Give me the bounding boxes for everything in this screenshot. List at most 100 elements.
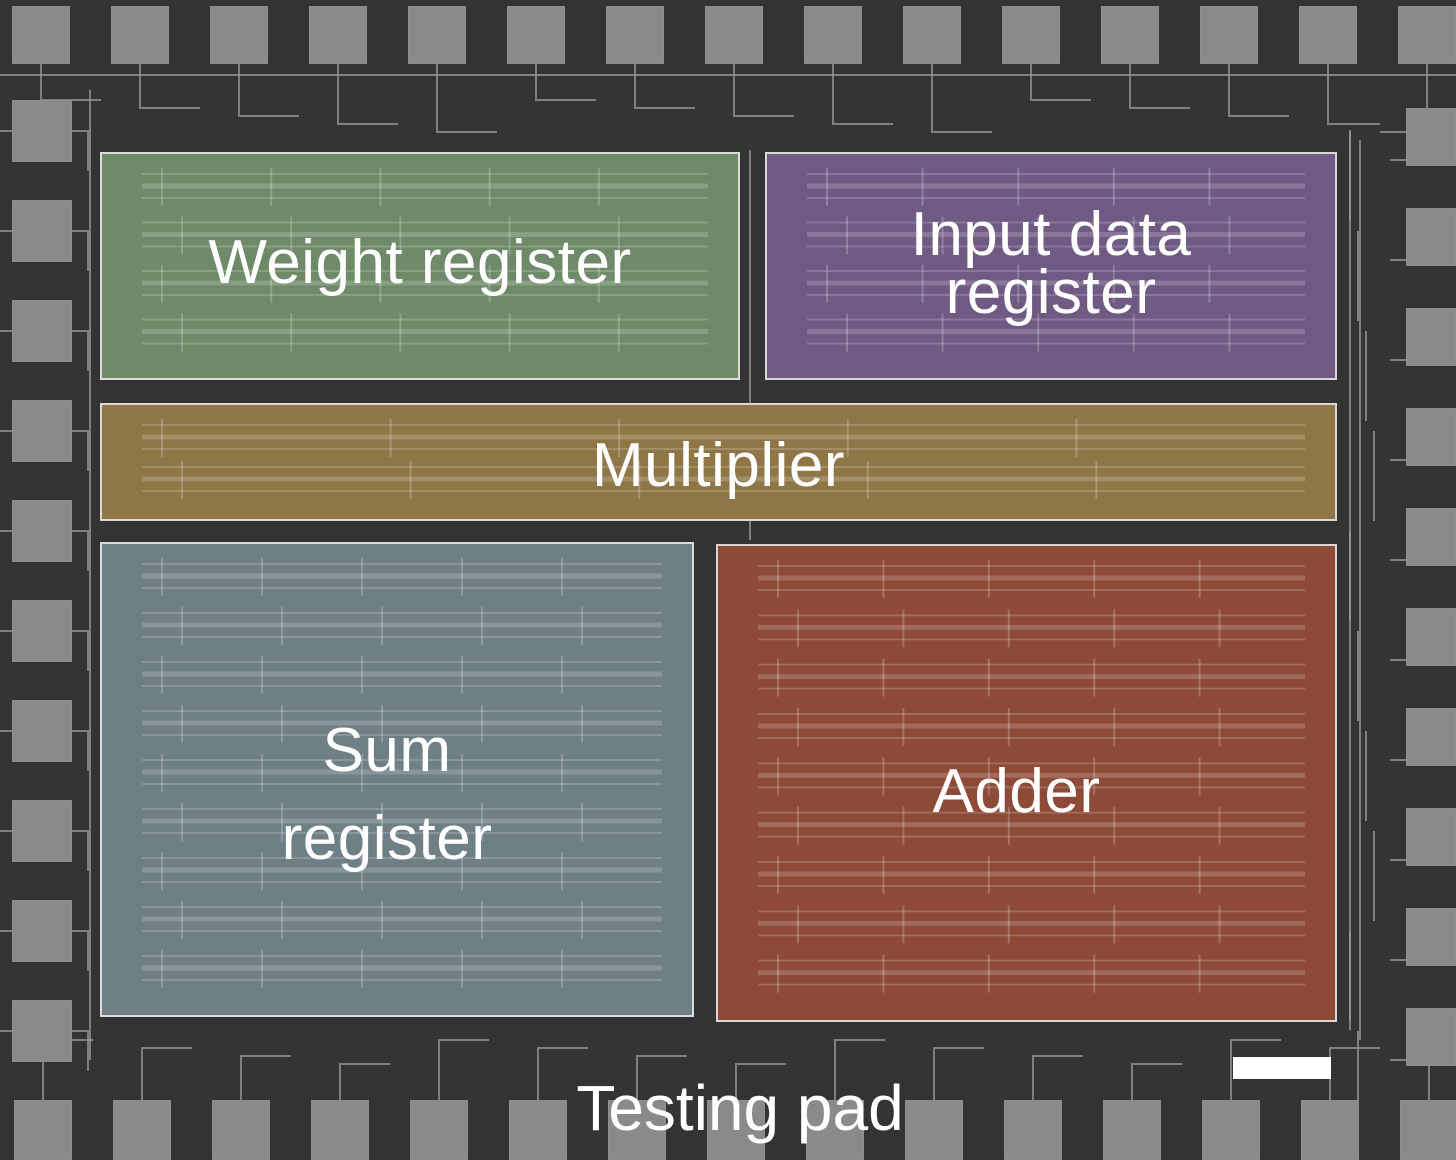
- scale-bar: [1233, 1057, 1331, 1079]
- bond-pad: [707, 1100, 765, 1160]
- wire: [436, 64, 497, 133]
- wire: [141, 1047, 192, 1100]
- wire: [72, 130, 89, 171]
- circuit-pattern: [807, 168, 1305, 352]
- bond-pad: [1406, 108, 1456, 166]
- wire: [931, 64, 992, 133]
- circuit-pattern: [142, 558, 662, 988]
- bond-pad: [1200, 6, 1258, 64]
- bond-pad: [1406, 608, 1456, 666]
- adder-block: Adder: [716, 544, 1337, 1022]
- wire: [1230, 1039, 1281, 1100]
- bond-pad: [507, 6, 565, 64]
- wire: [72, 830, 89, 871]
- adder-label: Adder: [932, 757, 1101, 826]
- sum-register-block: Sum register: [100, 542, 694, 1017]
- bond-pad: [12, 700, 72, 762]
- bond-pad: [12, 800, 72, 862]
- bond-pad: [1103, 1100, 1161, 1160]
- wire: [735, 1063, 786, 1100]
- circuit-pattern: [142, 168, 708, 352]
- bond-pad: [1406, 908, 1456, 966]
- wire: [1030, 64, 1091, 101]
- wire: [535, 64, 596, 101]
- wire: [733, 64, 794, 117]
- wire: [636, 1055, 687, 1100]
- wire: [834, 1039, 885, 1100]
- bond-pad: [606, 6, 664, 64]
- wire: [72, 230, 89, 271]
- bond-pad: [408, 6, 466, 64]
- bond-pad: [210, 6, 268, 64]
- bond-pad: [1406, 808, 1456, 866]
- bond-pad: [806, 1100, 864, 1160]
- wire: [72, 1030, 89, 1071]
- bond-pad: [1002, 6, 1060, 64]
- circuit-pattern: [142, 419, 1305, 499]
- bond-pad: [311, 1100, 369, 1160]
- wire: [832, 64, 893, 125]
- bond-pad: [608, 1100, 666, 1160]
- bond-pad: [12, 400, 72, 462]
- wire: [72, 930, 89, 971]
- wire: [72, 730, 89, 771]
- bond-pad: [1406, 508, 1456, 566]
- weight-register-block: Weight register: [100, 152, 740, 380]
- bond-pad: [804, 6, 862, 64]
- bond-pad: [905, 1100, 963, 1160]
- bond-pad: [14, 1100, 72, 1160]
- bond-pad: [1101, 6, 1159, 64]
- wire: [1032, 1055, 1083, 1100]
- weight-register-label: Weight register: [208, 228, 632, 297]
- wire: [634, 64, 695, 109]
- wire: [72, 430, 89, 471]
- bond-pad: [12, 300, 72, 362]
- bond-pad: [12, 200, 72, 262]
- bond-pad: [12, 6, 70, 64]
- circuit-pattern: [758, 560, 1305, 993]
- bond-pad: [111, 6, 169, 64]
- wire: [339, 1063, 390, 1100]
- wire: [1131, 1063, 1182, 1100]
- bond-pad: [1004, 1100, 1062, 1160]
- wire: [1129, 64, 1190, 109]
- bond-pad: [1301, 1100, 1359, 1160]
- bond-pad: [1406, 208, 1456, 266]
- wire: [72, 530, 89, 571]
- wire: [240, 1055, 291, 1100]
- bond-pad: [12, 500, 72, 562]
- wire: [40, 64, 101, 101]
- bond-pad: [1299, 6, 1357, 64]
- bond-pad: [1400, 1100, 1456, 1160]
- bond-pad: [1406, 408, 1456, 466]
- wire: [1228, 64, 1289, 117]
- wire: [238, 64, 299, 117]
- input-data-register-label: Input data register: [910, 200, 1192, 327]
- wire: [72, 330, 89, 371]
- bond-pad: [12, 100, 72, 162]
- bond-pad: [113, 1100, 171, 1160]
- bond-pad: [12, 600, 72, 662]
- bond-pad: [1202, 1100, 1260, 1160]
- bond-pad: [1406, 708, 1456, 766]
- bond-pad: [705, 6, 763, 64]
- bond-pad: [12, 1000, 72, 1062]
- input-data-register-block: Input data register: [765, 152, 1337, 380]
- multiplier-block: Multiplier: [100, 403, 1337, 521]
- bond-pad: [1406, 1008, 1456, 1066]
- wire: [933, 1047, 984, 1100]
- bond-pad: [903, 6, 961, 64]
- bond-pad: [509, 1100, 567, 1160]
- bond-pad: [12, 900, 72, 962]
- bond-pad: [1398, 6, 1456, 64]
- bond-pad: [1406, 308, 1456, 366]
- wire: [1329, 1047, 1380, 1100]
- bond-pad: [212, 1100, 270, 1160]
- wire: [537, 1047, 588, 1100]
- wire: [1327, 64, 1380, 125]
- bond-pad: [410, 1100, 468, 1160]
- sum-register-label: Sum register: [281, 716, 493, 873]
- multiplier-label: Multiplier: [591, 431, 846, 500]
- wire: [438, 1039, 489, 1100]
